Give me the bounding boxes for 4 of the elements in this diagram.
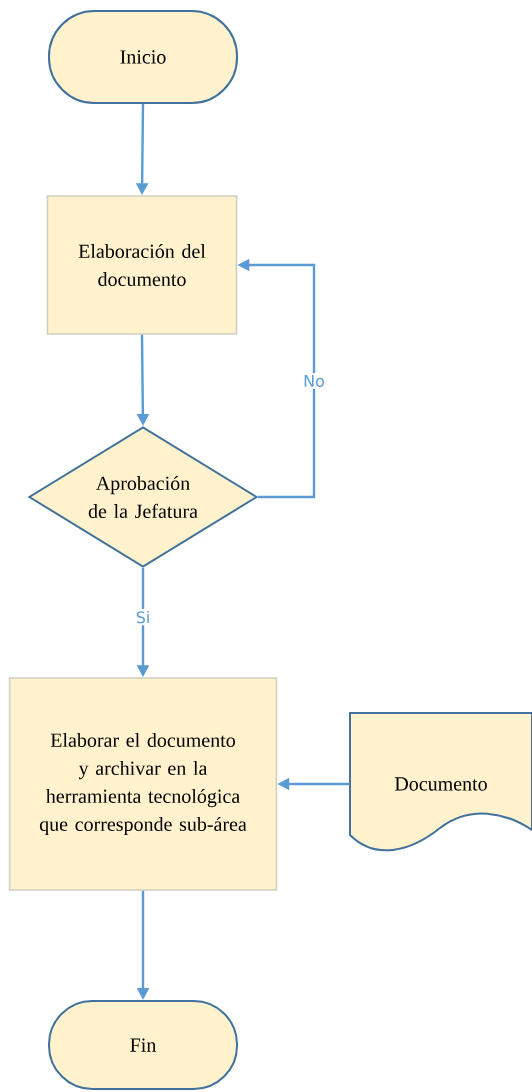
process-box: Elaboración del documento <box>46 195 238 335</box>
process-box: Elaborar el documento y archivar en la herramienta tecnológica que corresponde sub-área <box>8 677 278 891</box>
edge-label: No <box>301 373 327 389</box>
edge-label: Si <box>133 608 153 626</box>
